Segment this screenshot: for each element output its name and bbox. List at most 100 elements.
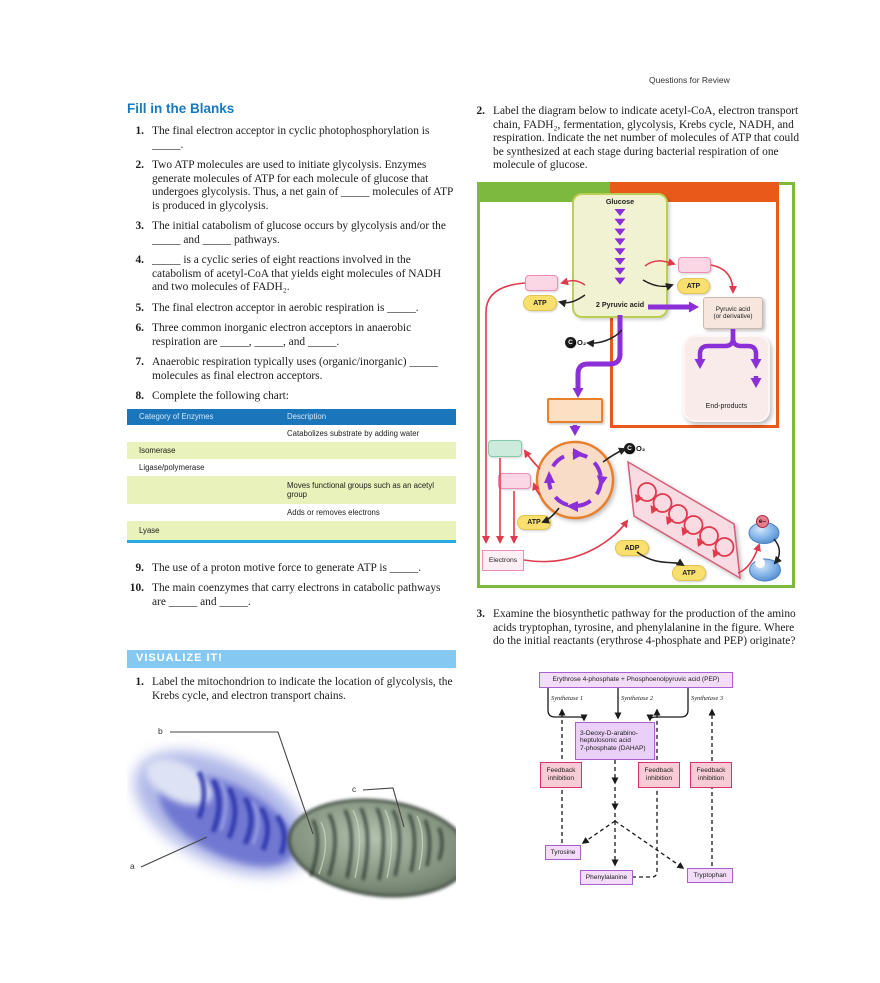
synthetase-connectors [547, 687, 689, 722]
synthetase-2-label: Synthetase 2 [621, 695, 654, 702]
o2-label: O₂ [577, 338, 587, 347]
column-header: Description [287, 412, 327, 421]
electron-carrier-loops [637, 482, 735, 557]
pyruvic-acid-label: 2 Pyruvic acid [595, 300, 645, 309]
table-cell [127, 509, 275, 515]
table-header-row: Category of Enzymes Description [127, 408, 456, 425]
phenylalanine-box: Phenylalanine [580, 870, 633, 885]
question-number: 3. [476, 608, 485, 620]
question-item: 7. Anaerobic respiration typically uses … [127, 356, 456, 383]
question-text: Two ATP molecules are used to initiate g… [152, 159, 453, 212]
question-text: _____ is a cyclic series of eight reacti… [152, 254, 442, 293]
figure-label-b: b [158, 726, 163, 736]
question-number: 2. [135, 159, 144, 171]
question-text: Label the diagram below to indicate acet… [493, 105, 800, 171]
visualize-it-banner: VISUALIZE IT! [127, 650, 456, 668]
running-header: Questions for Review [649, 75, 730, 85]
blank-label-box [525, 275, 558, 291]
glucose-label: Glucose [605, 197, 635, 206]
question-text: The use of a proton motive force to gene… [152, 561, 422, 574]
question-text: The final electron acceptor in cyclic ph… [152, 125, 430, 151]
question-text: Examine the biosynthetic pathway for the… [493, 608, 796, 647]
adp-badge: ADP [615, 540, 649, 556]
mitochondrion-figure: b c a [127, 710, 471, 925]
table-row: Adds or removes electrons [127, 504, 456, 521]
feedback-inhibition-box: Feedback inhibition [638, 762, 680, 788]
pathway-start-box: Erythrose 4-phosphate + Phosphoenolpyruv… [539, 672, 733, 688]
table-cell [127, 430, 275, 436]
question-number: 10. [129, 582, 144, 594]
question-text: Anaerobic respiration typically uses (or… [152, 356, 438, 382]
electrons-box: Electrons [482, 550, 524, 571]
atp-badge: ATP [677, 278, 710, 294]
table-cell [275, 447, 456, 453]
question-item: 2. Label the diagram below to indicate a… [468, 105, 803, 173]
enzyme-table: Category of Enzymes Description Cataboli… [127, 408, 456, 543]
feedback-inhibition-box: Feedback inhibition [690, 762, 732, 788]
question-3-block: 3. Examine the biosynthetic pathway for … [468, 608, 803, 656]
question-number: 9. [135, 561, 144, 574]
question-2-block: 2. Label the diagram below to indicate a… [468, 105, 803, 180]
atp-badge: ATP [672, 565, 706, 581]
left-column: Fill in the Blanks 1. The final electron… [127, 101, 456, 616]
table-cell [275, 464, 456, 470]
figure-label-c: c [352, 784, 357, 794]
tyrosine-box: Tyrosine [545, 845, 581, 860]
synthetase-1-label: Synthetase 1 [551, 695, 584, 702]
question-number: 3. [135, 220, 144, 232]
table-cell: Adds or removes electrons [287, 507, 380, 517]
table-row: Ligase/polymerase [127, 459, 456, 476]
question-number: 1. [135, 676, 144, 688]
dahap-box: 3-Deoxy-D-arabino- heptulosonic acid 7-p… [575, 722, 655, 760]
figure-leader-lines [140, 731, 405, 868]
question-text: Three common inorganic electron acceptor… [152, 322, 412, 348]
biosynthetic-pathway-diagram: Erythrose 4-phosphate + Phosphoenolpyruv… [535, 670, 780, 920]
co2-icon: C O₂ [624, 443, 645, 454]
blank-label-box [488, 440, 522, 457]
co2-icon: C O₂ [565, 337, 586, 348]
question-number: 7. [135, 356, 144, 368]
question-item: 8. Complete the following chart: [127, 390, 456, 404]
tryptophan-box: Tryptophan [687, 868, 733, 883]
table-row: Moves functional groups such as an acety… [127, 475, 456, 504]
question-number: 8. [135, 390, 144, 402]
table-cell [275, 527, 456, 533]
visualize-it-section: VISUALIZE IT! 1. Label the mitochondrion… [127, 650, 471, 925]
table-row: Catabolizes substrate by adding water [127, 425, 456, 442]
question-text: The main coenzymes that carry electrons … [152, 582, 441, 608]
o2-label: O₂ [636, 444, 646, 453]
atp-badge: ATP [517, 515, 551, 530]
blank-label-box [547, 398, 603, 423]
question-number: 2. [476, 105, 485, 117]
table-cell: Catabolizes substrate by adding water [287, 428, 420, 438]
question-number: 4. [135, 254, 144, 266]
table-cell: Lyase [139, 525, 160, 535]
question-number: 5. [135, 301, 144, 314]
question-text: Label the mitochondrion to indicate the … [152, 676, 453, 702]
column-header: Category of Enzymes [139, 412, 214, 421]
electron-icon: e– [756, 515, 769, 528]
carbon-circle-icon: C [624, 443, 635, 454]
question-item: 3. Examine the biosynthetic pathway for … [468, 608, 803, 649]
synthetase-3-label: Synthetase 3 [691, 695, 724, 702]
loop-arrowheads [635, 494, 721, 558]
table-cell: Moves functional groups such as an acety… [287, 480, 434, 499]
feedback-inhibition-box: Feedback inhibition [540, 762, 582, 788]
blank-label-box [678, 257, 711, 273]
end-products-box: End-products [683, 335, 770, 422]
table-cell: Isomerase [139, 445, 176, 455]
bacterial-respiration-diagram: Glucose 2 Pyruvic acid ATP ATP ATP ATP A… [477, 182, 797, 590]
figure-label-a: a [130, 861, 135, 871]
section-heading-fill-in-the-blanks: Fill in the Blanks [127, 101, 235, 116]
table-row: Lyase [127, 520, 456, 540]
question-item: 6. Three common inorganic electron accep… [127, 322, 456, 349]
pyruvic-derivative-box: Pyruvic acid (or derivative) [703, 297, 763, 329]
question-item: 1. The final electron acceptor in cyclic… [127, 125, 456, 152]
table-cell [127, 487, 275, 493]
blank-label-box [498, 473, 531, 489]
question-item: 3. The initial catabolism of glucose occ… [127, 220, 456, 247]
question-text: The final electron acceptor in aerobic r… [152, 301, 419, 314]
question-item: 1. Label the mitochondrion to indicate t… [127, 676, 456, 703]
question-item: 9. The use of a proton motive force to g… [127, 562, 456, 576]
